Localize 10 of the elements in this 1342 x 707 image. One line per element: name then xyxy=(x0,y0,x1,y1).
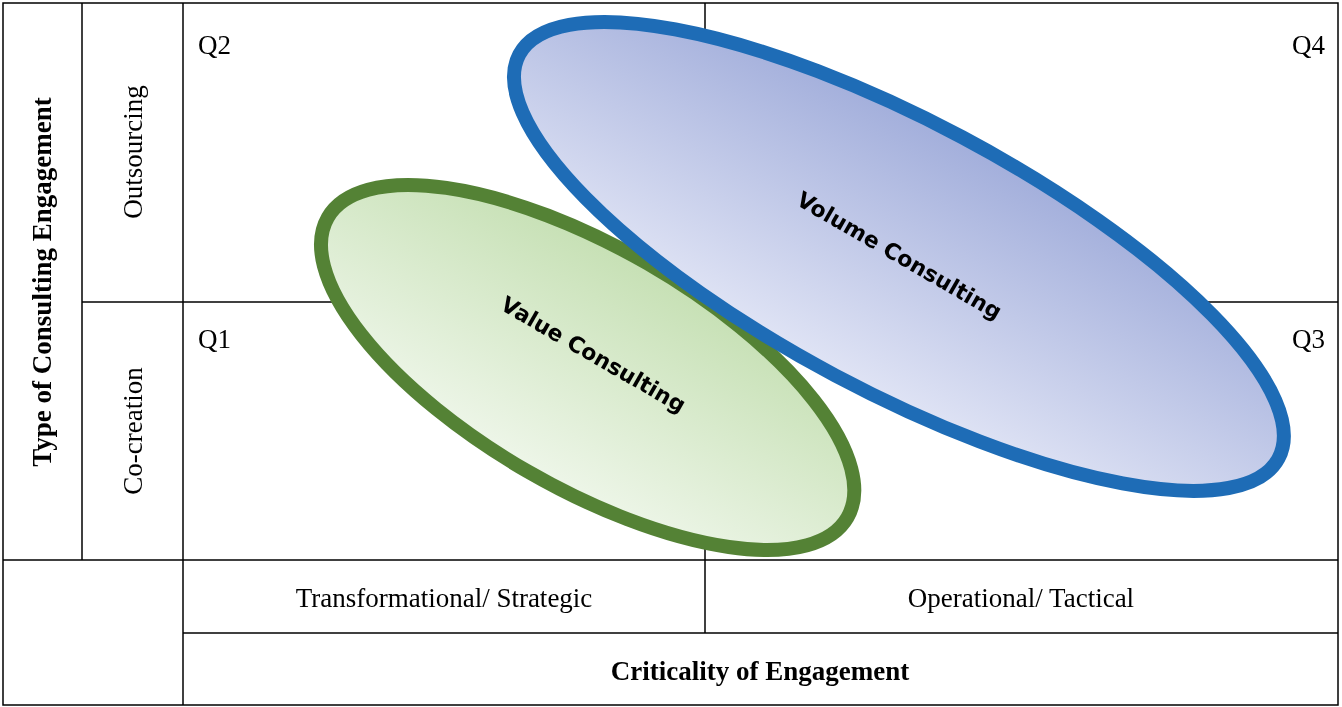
quadrant-label: Q2 xyxy=(198,32,231,59)
axis-title: Type of Consulting Engagement xyxy=(28,97,56,467)
column-label: Transformational/ Strategic xyxy=(295,584,593,612)
quadrant-label: Q1 xyxy=(198,326,231,353)
row-label: Co-creation xyxy=(119,367,147,495)
quadrant-label: Q4 xyxy=(1292,32,1325,59)
column-label: Operational/ Tactical xyxy=(907,584,1135,612)
row-label: Outsourcing xyxy=(119,85,147,219)
axis-title: Criticality of Engagement xyxy=(610,657,910,685)
quadrant-label: Q3 xyxy=(1292,326,1325,353)
